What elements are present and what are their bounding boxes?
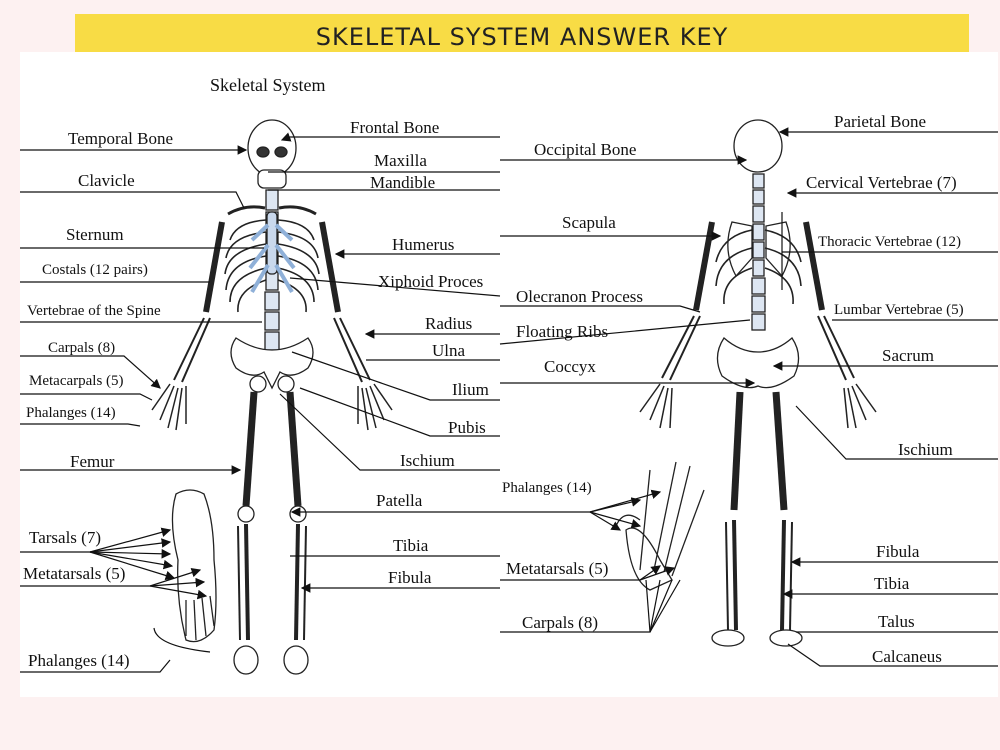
- label-phalanges-foot: Phalanges (14): [28, 651, 130, 670]
- label-patella: Patella: [376, 491, 423, 510]
- label-calcaneus: Calcaneus: [872, 647, 942, 666]
- label-pubis: Pubis: [448, 418, 486, 437]
- label-costals: Costals (12 pairs): [42, 262, 148, 278]
- label-femur: Femur: [70, 452, 115, 471]
- label-cervical-vertebrae: Cervical Vertebrae (7): [806, 173, 957, 192]
- diagram-subtitle: Skeletal System: [210, 75, 326, 95]
- label-vertebrae-spine: Vertebrae of the Spine: [27, 303, 161, 319]
- label-metatarsals-hand: Metatarsals (5): [506, 559, 609, 578]
- label-fibula-front: Fibula: [388, 568, 432, 587]
- label-radius: Radius: [425, 314, 473, 333]
- label-lumbar-vertebrae: Lumbar Vertebrae (5): [834, 302, 964, 318]
- label-metacarpals: Metacarpals (5): [29, 373, 124, 389]
- label-tibia-back: Tibia: [874, 574, 910, 593]
- label-phalanges-hand-back: Phalanges (14): [502, 480, 592, 496]
- label-metatarsals-foot: Metatarsals (5): [23, 564, 126, 583]
- leader-lines: [20, 127, 998, 673]
- label-sternum: Sternum: [66, 225, 124, 244]
- label-talus: Talus: [878, 612, 915, 631]
- label-maxilla: Maxilla: [374, 151, 427, 170]
- label-floating-ribs: Floating Ribs: [516, 322, 609, 341]
- label-ilium: Ilium: [452, 380, 489, 399]
- label-sacrum: Sacrum: [882, 346, 934, 365]
- hand-inset: [615, 461, 705, 591]
- label-parietal-bone: Parietal Bone: [834, 112, 927, 131]
- skeleton-illustration: [20, 119, 998, 675]
- label-mandible: Mandible: [370, 173, 436, 192]
- label-xiphoid: Xiphoid Proces: [378, 272, 484, 291]
- diagram-sheet: Skeletal System Temporal Bone Frontal Bo…: [20, 52, 998, 697]
- label-frontal-bone: Frontal Bone: [350, 118, 440, 137]
- label-phalanges-hand: Phalanges (14): [26, 405, 116, 421]
- label-thoracic-vertebrae: Thoracic Vertebrae (12): [818, 234, 961, 250]
- label-humerus: Humerus: [392, 235, 455, 254]
- back-skeleton: [639, 119, 877, 647]
- label-carpals-front: Carpals (8): [48, 340, 116, 356]
- label-tarsals: Tarsals (7): [29, 528, 101, 547]
- label-ischium-front: Ischium: [400, 451, 455, 470]
- label-fibula-back: Fibula: [876, 542, 920, 561]
- label-carpals-back: Carpals (8): [522, 613, 599, 632]
- label-clavicle: Clavicle: [78, 171, 135, 190]
- label-scapula: Scapula: [562, 213, 616, 232]
- foot-inset: [171, 489, 217, 643]
- front-skeleton: [151, 119, 393, 675]
- label-tibia-front: Tibia: [393, 536, 429, 555]
- label-coccyx: Coccyx: [544, 357, 596, 376]
- label-ischium-back: Ischium: [898, 440, 953, 459]
- label-occipital-bone: Occipital Bone: [534, 140, 637, 159]
- label-ulna: Ulna: [432, 341, 466, 360]
- label-olecranon-process: Olecranon Process: [516, 287, 643, 306]
- label-temporal-bone: Temporal Bone: [68, 129, 174, 148]
